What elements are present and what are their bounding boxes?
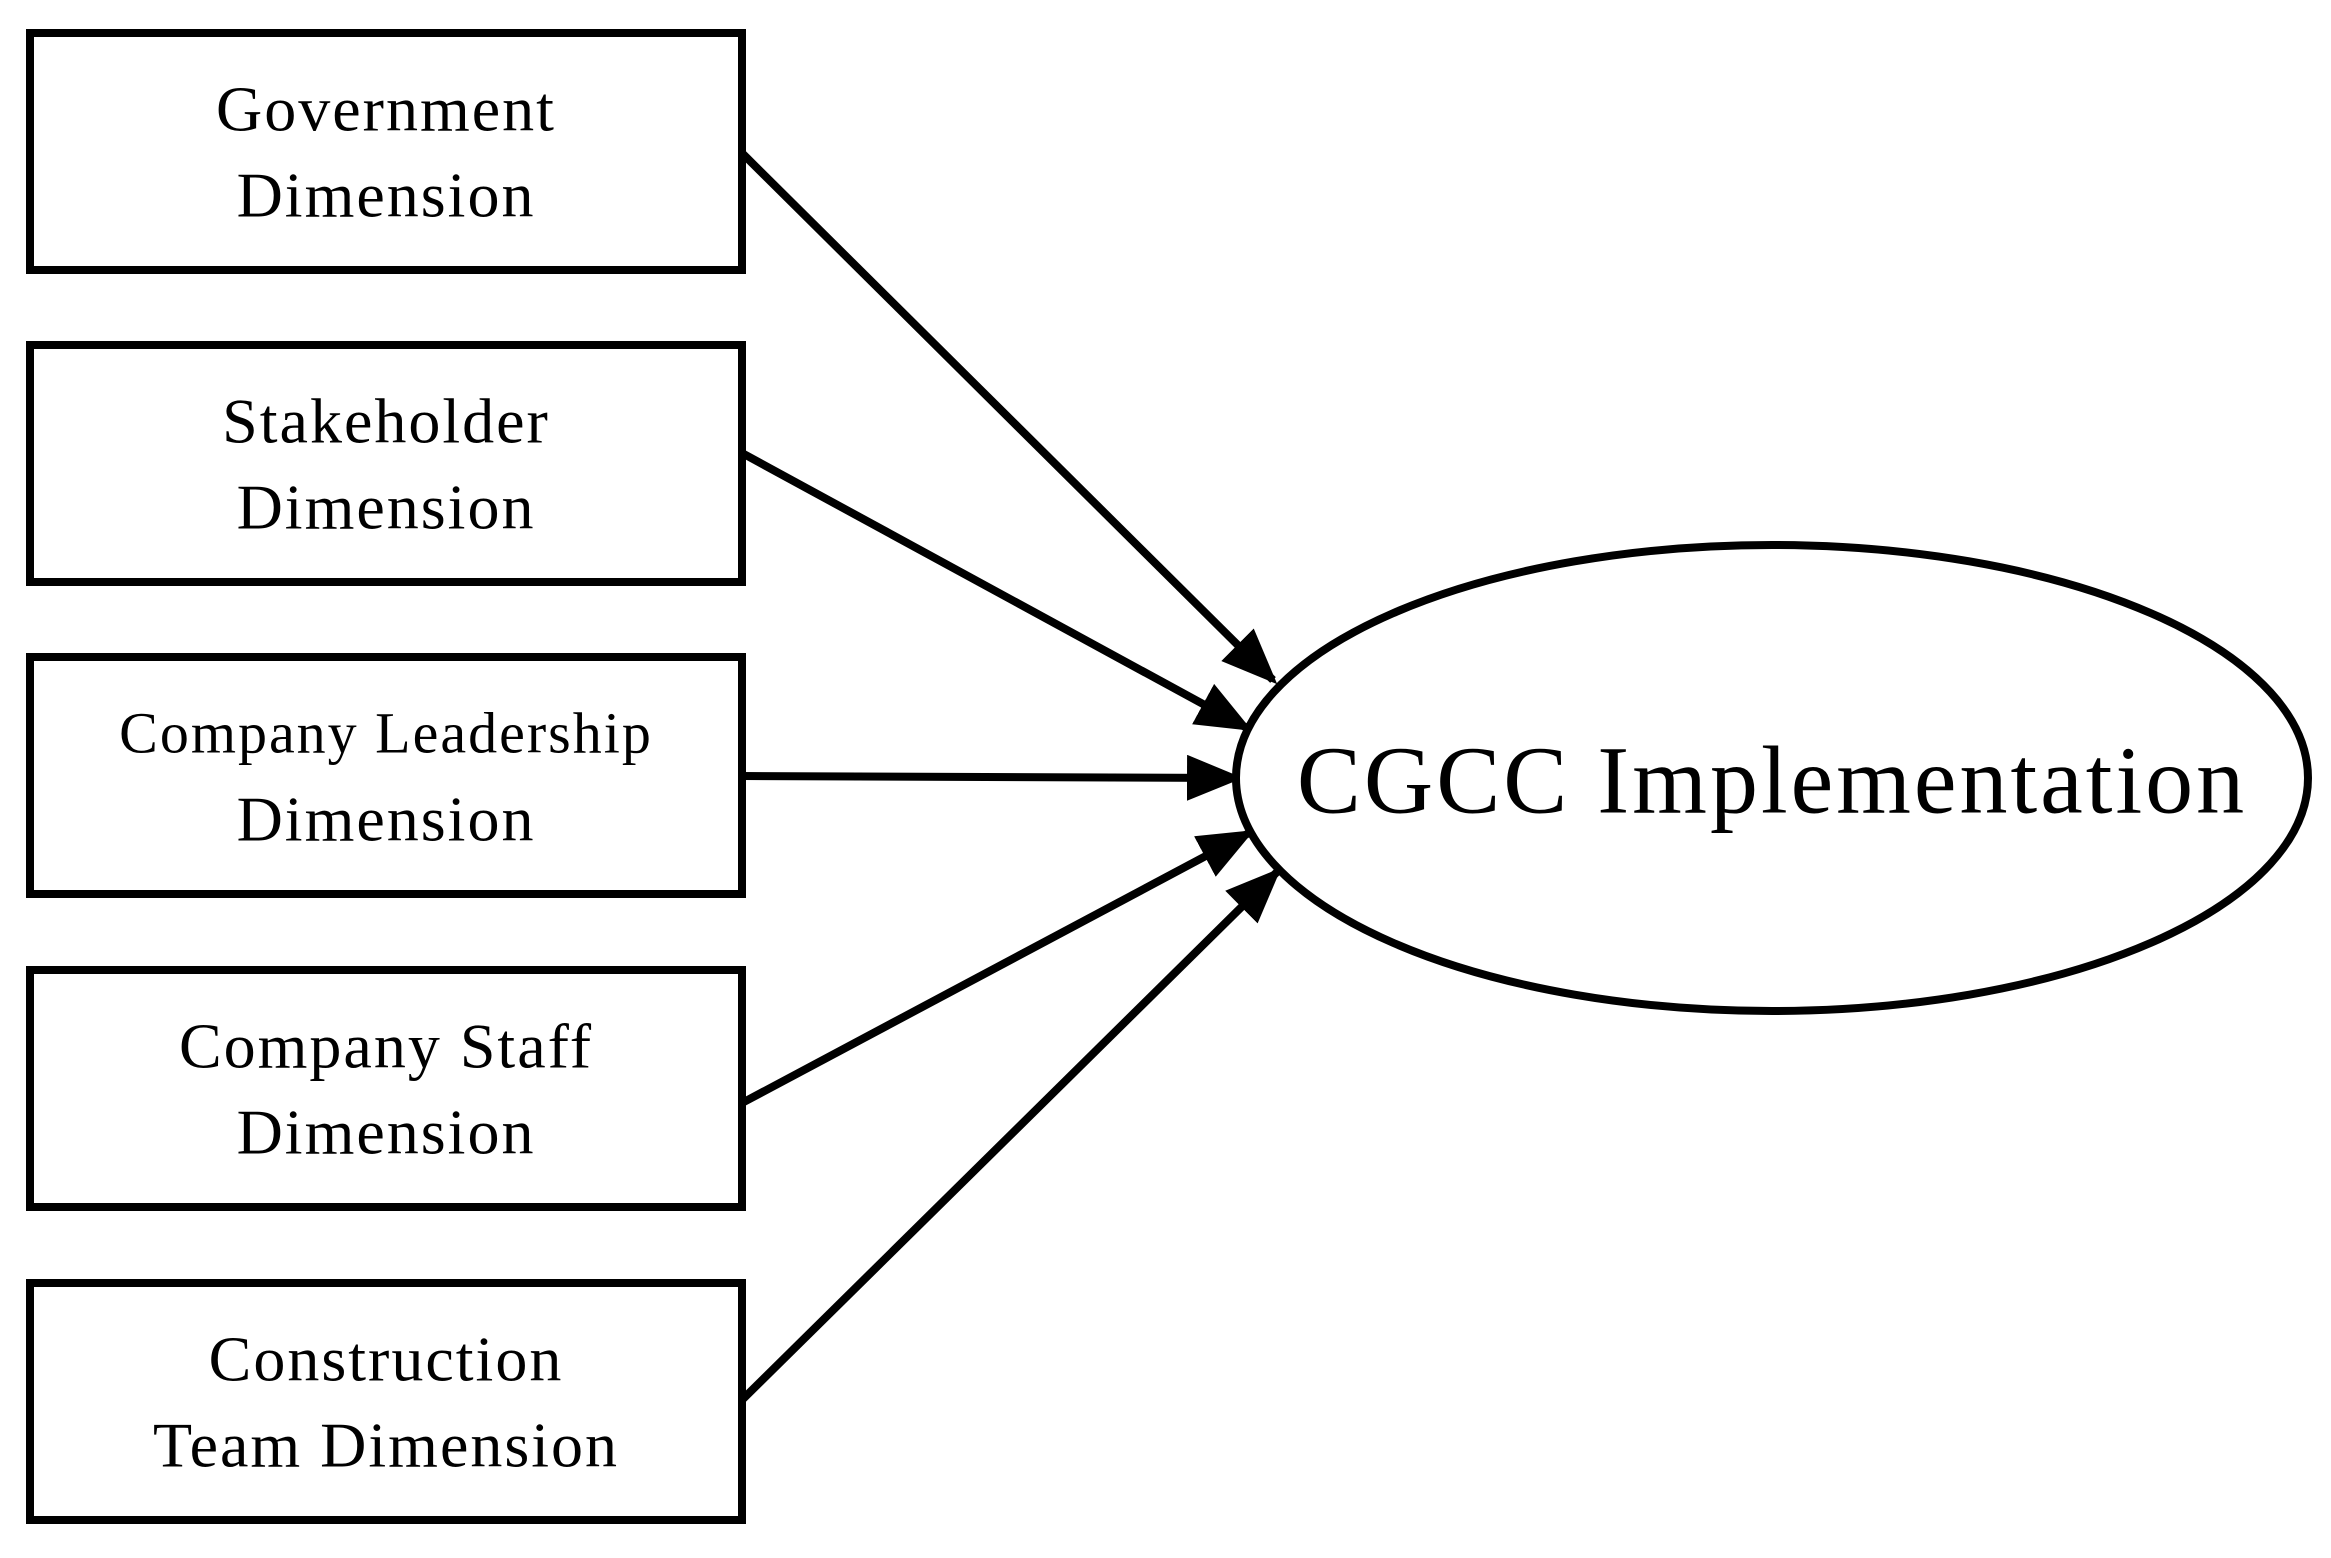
construction-team-dimension-label-line1: Construction (209, 1324, 564, 1395)
company-staff-dimension-box (26, 966, 746, 1211)
arrow-company-staff-to-cgcc (740, 829, 1255, 1107)
arrow-government-to-cgcc (739, 150, 1278, 685)
cgcc-implementation-ellipse (1232, 541, 2312, 1015)
stakeholder-dimension-label-line1: Stakeholder (222, 386, 550, 457)
construction-team-dimension-node: Construction Team Dimension (26, 1279, 746, 1524)
company-leadership-dimension-label-line2: Dimension (237, 784, 536, 855)
government-dimension-label-line2: Dimension (237, 160, 536, 231)
company-staff-dimension-label-line1: Company Staff (179, 1011, 593, 1082)
stakeholder-dimension-label-line2: Dimension (237, 472, 536, 543)
arrow-company-leadership-to-cgcc (741, 754, 1243, 801)
construction-team-dimension-label-line2: Team Dimension (153, 1410, 619, 1481)
cgcc-implementation-label: CGCC Implementation (1297, 727, 2247, 834)
company-staff-dimension-node: Company Staff Dimension (26, 966, 746, 1211)
stakeholder-dimension-node: Stakeholder Dimension (26, 341, 746, 586)
arrow-construction-team-to-cgcc (739, 867, 1282, 1403)
cgcc-implementation-node: CGCC Implementation (1232, 541, 2312, 1015)
government-dimension-box (26, 29, 746, 274)
arrow-stakeholder-to-cgcc (740, 449, 1253, 732)
stakeholder-dimension-box (26, 341, 746, 586)
company-leadership-dimension-box (26, 653, 746, 898)
company-staff-dimension-label-line2: Dimension (237, 1097, 536, 1168)
company-leadership-dimension-label-line1: Company Leadership (119, 701, 653, 766)
government-dimension-node: Government Dimension (26, 29, 746, 274)
company-leadership-dimension-node: Company Leadership Dimension (26, 653, 746, 898)
construction-team-dimension-box (26, 1279, 746, 1524)
government-dimension-label-line1: Government (216, 74, 556, 145)
